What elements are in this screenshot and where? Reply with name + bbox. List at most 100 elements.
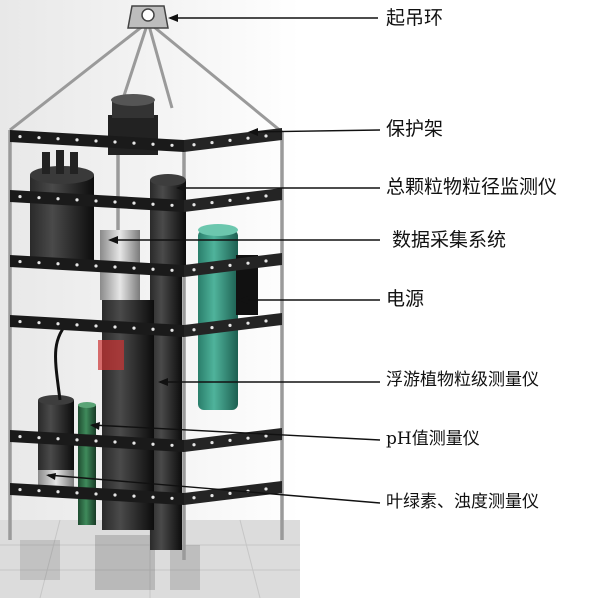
shelf-hole [75, 438, 79, 442]
shelf-hole [246, 136, 250, 140]
ph-sensor [78, 402, 96, 525]
shelf-hole [132, 201, 136, 205]
shelf-hole [228, 263, 232, 267]
shelf-hole [56, 262, 60, 266]
shelf-hole [37, 321, 41, 325]
shelf-hole [94, 139, 98, 143]
shelf-hole [151, 202, 155, 206]
shelf-hole [56, 437, 60, 441]
shelf-hole [210, 265, 214, 270]
shelf-bar-side [184, 313, 282, 337]
shelf-hole [210, 200, 214, 205]
shelf-hole [246, 321, 250, 325]
shelf-hole [264, 194, 268, 198]
shelf-hole [75, 323, 79, 327]
shelf-hole [228, 323, 232, 327]
shelf-hole [246, 261, 250, 265]
shelf-hole [151, 495, 155, 499]
label-lifting-ring: 起吊环 [386, 7, 444, 29]
shelf-hole [132, 141, 136, 145]
shelf-hole [94, 439, 98, 443]
shelf-hole [228, 138, 232, 142]
label-power-supply: 电源 [386, 288, 425, 310]
shelf-hole [192, 328, 196, 332]
shelf-hole [170, 268, 174, 272]
shelf-bar-side [184, 188, 282, 212]
shelf-hole [56, 322, 60, 326]
shelf-hole [151, 142, 155, 146]
shelf-hole [210, 440, 214, 445]
label-ph-meter: pH值测量仪 [386, 429, 480, 449]
shelf-hole [18, 319, 22, 324]
shelf-hole [113, 493, 117, 497]
lifting-ring-assembly [9, 5, 283, 134]
shelf-hole [94, 492, 98, 496]
shelf-hole [264, 487, 268, 491]
shelf-hole [75, 491, 79, 495]
shelf-hole [75, 138, 79, 142]
shelf-hole [192, 443, 196, 447]
shelf-hole [264, 319, 268, 323]
shelf-hole [246, 436, 250, 440]
shelf-hole [56, 197, 60, 201]
leader-lines [47, 17, 381, 504]
shelf-hole [210, 493, 214, 498]
shelf-hole [151, 267, 155, 271]
shelf-hole [113, 200, 117, 204]
label-protective-frame: 保护架 [386, 118, 444, 140]
shelf-hole [228, 438, 232, 442]
shelf-bar-side [184, 253, 282, 277]
shelf-hole [132, 266, 136, 270]
shelf-hole [170, 328, 174, 332]
shelf-hole [113, 140, 117, 144]
shelf-bar-side [184, 481, 282, 505]
shelf-hole [264, 259, 268, 263]
shelf-hole [246, 196, 250, 200]
shelf-hole [37, 489, 41, 493]
shelf-hole [210, 325, 214, 330]
shelf-hole [56, 137, 60, 141]
shelf-hole [37, 196, 41, 200]
leader-arrows [46, 14, 258, 480]
shelf-hole [170, 496, 174, 500]
shelf-hole [228, 198, 232, 202]
shelf-hole [94, 199, 98, 203]
label-data-acquisition: 数据采集系统 [392, 229, 507, 251]
shelf-hole [94, 264, 98, 268]
frame-reflection [20, 535, 200, 590]
shelf-hole [37, 436, 41, 440]
shelf-hole [113, 265, 117, 269]
shelf-hole [264, 134, 268, 138]
shelf-hole [18, 194, 22, 199]
shelf-hole [37, 136, 41, 140]
shelf-hole [113, 440, 117, 444]
label-chlorophyll-turbidity-meter: 叶绿素、浊度测量仪 [386, 492, 539, 512]
shelf-hole [192, 496, 196, 500]
particle-size-monitor [30, 150, 94, 260]
data-acquisition-cylinder [150, 174, 186, 270]
shelf-hole [170, 443, 174, 447]
shelf-hole [18, 134, 22, 139]
shelf-hole [94, 324, 98, 328]
label-plankton-meter: 浮游植物粒级测量仪 [386, 370, 539, 390]
shelf-hole [192, 203, 196, 207]
shelf-hole [75, 263, 79, 267]
shelf-hole [132, 494, 136, 498]
shelf-hole [56, 490, 60, 494]
shelf-hole [264, 434, 268, 438]
shelf-hole [192, 143, 196, 147]
shelf-hole [210, 140, 214, 145]
shelf-hole [170, 203, 174, 207]
shelf-hole [151, 327, 155, 331]
label-particle-size-monitor: 总颗粒物粒径监测仪 [386, 176, 558, 198]
shelf-hole [192, 268, 196, 272]
frame-shelves [10, 128, 282, 505]
shelf-hole [18, 487, 22, 492]
shelf-hole [75, 198, 79, 202]
shelf-hole [132, 326, 136, 330]
shelf-hole [170, 143, 174, 147]
shelf-hole [18, 434, 22, 439]
shelf-hole [18, 259, 22, 264]
